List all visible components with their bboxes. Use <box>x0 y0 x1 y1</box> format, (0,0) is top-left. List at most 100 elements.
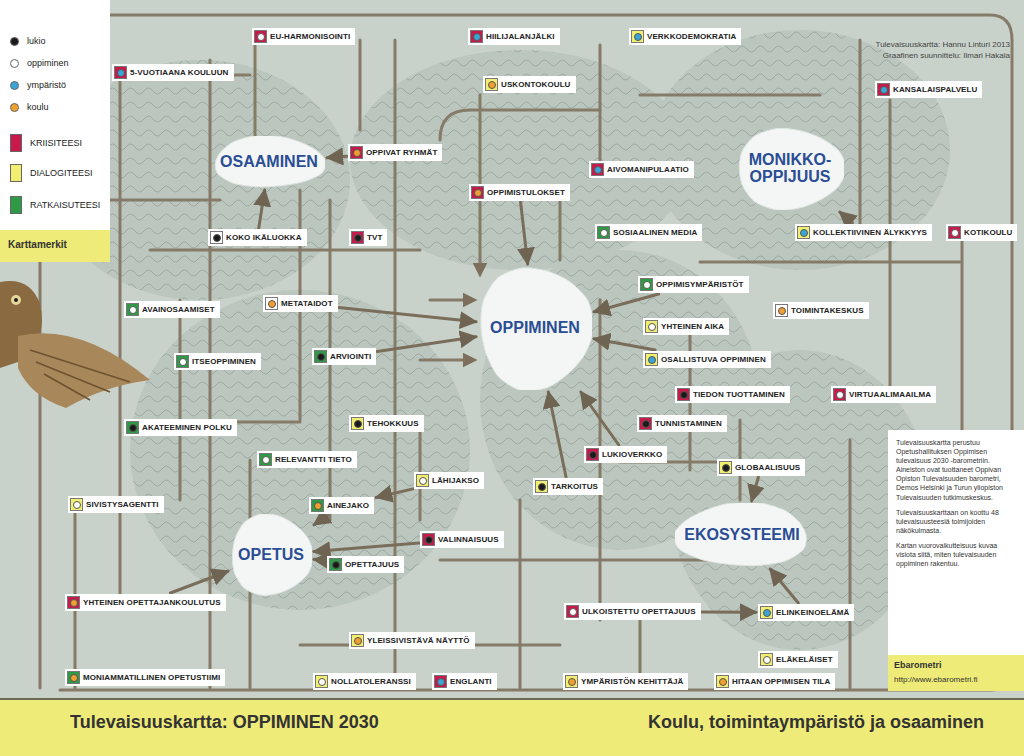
legend-swatch <box>10 37 19 46</box>
category-dot <box>643 281 651 289</box>
thesis-marker <box>434 675 447 688</box>
flow-connector <box>521 202 528 264</box>
thesis-marker <box>126 421 139 434</box>
thesis-label: YHTEINEN AIKA <box>661 322 724 331</box>
thesis-marker <box>485 78 498 91</box>
category-dot <box>722 464 730 472</box>
category-dot <box>951 229 959 237</box>
region-blob: EKOSYSTEEMI <box>675 503 809 567</box>
map-decoration <box>119 75 122 600</box>
category-dot <box>314 502 322 510</box>
thesis-label: AIVOMANIPULAATIO <box>607 165 689 174</box>
legend-swatch <box>10 134 22 152</box>
blob-outline <box>215 136 325 187</box>
legend-label: lukio <box>27 36 46 46</box>
thesis-box: ENGLANTI <box>432 673 497 690</box>
category-dot <box>425 536 433 544</box>
thesis-box: TUNNISTAMINEN <box>637 415 727 432</box>
thesis-label: KOKO IKÄLUOKKA <box>226 233 302 242</box>
path-network <box>40 15 1012 690</box>
map-decoration <box>179 300 182 500</box>
category-dot <box>763 656 771 664</box>
thesis-marker <box>350 146 363 159</box>
map-decoration <box>11 295 21 305</box>
category-dot <box>129 424 137 432</box>
flow-connector <box>548 392 566 477</box>
flow-connector <box>840 212 853 223</box>
map-decoration <box>394 40 397 688</box>
category-dot <box>600 229 608 237</box>
category-dot <box>648 356 656 364</box>
thesis-label: VIRTUAALIMAAILMA <box>849 390 931 399</box>
thesis-box: USKONTOKOULU <box>483 76 576 93</box>
flow-connector <box>327 156 347 158</box>
thesis-marker <box>311 499 324 512</box>
thesis-label: TVT <box>367 233 382 242</box>
map-decoration <box>430 299 470 302</box>
category-dot <box>488 81 496 89</box>
category-dot <box>594 166 602 174</box>
legend-swatch <box>10 81 19 90</box>
thesis-box: HIILIJALANJÄLKI <box>468 28 560 45</box>
blob-outline <box>232 514 312 595</box>
thesis-label: MONIAMMATILLINEN OPETUSTIIMI <box>83 673 220 682</box>
thesis-box: TARKOITUS <box>533 478 603 495</box>
map-decoration <box>700 261 960 264</box>
thesis-label: ARVIOINTI <box>330 352 371 361</box>
thesis-box: KOTIKOULU <box>946 224 1017 241</box>
blob-outline <box>675 503 806 566</box>
thesis-marker <box>70 498 83 511</box>
thesis-box: VALINNAISUUS <box>420 531 504 548</box>
thesis-marker <box>259 453 272 466</box>
category-dot <box>257 33 265 41</box>
flow-connector <box>314 515 328 525</box>
thesis-marker <box>645 320 658 333</box>
thesis-label: ULKOISTETTU OPETTAJUUS <box>582 607 696 616</box>
map-decoration <box>359 40 362 130</box>
map-note: Ebarometri <box>894 660 942 670</box>
thesis-marker <box>591 163 604 176</box>
thesis-marker <box>314 350 327 363</box>
map-decoration <box>889 100 892 400</box>
legend-label: koulu <box>27 102 49 112</box>
legend-label: KRIISITEESI <box>30 138 82 148</box>
thesis-label: METATAIDOT <box>281 299 333 308</box>
region-title: MONIKKO- OPPIJUUS <box>736 152 844 186</box>
thesis-label: OPPIVAT RYHMÄT <box>366 148 437 157</box>
thesis-box: TOIMINTAKESKUS <box>773 302 869 319</box>
category-dot <box>642 420 650 428</box>
map-decoration <box>100 199 220 202</box>
thesis-marker <box>254 30 267 43</box>
category-dot <box>419 477 427 485</box>
thesis-box: OPPIMISYMPÄRISTÖT <box>638 276 749 293</box>
thesis-box: KOLLEKTIIVINEN ÄLYKKYYS <box>795 224 932 241</box>
thesis-marker <box>67 671 80 684</box>
thesis-label: TARKOITUS <box>551 482 598 491</box>
category-dot <box>262 456 270 464</box>
thesis-label: KOTIKOULU <box>964 228 1012 237</box>
thesis-box: 5-VUOTIAANA KOULUUN <box>112 64 234 81</box>
info-panel: Tulevaisuuskartta perustuu Opetushallitu… <box>888 430 1024 655</box>
thesis-marker <box>760 653 773 666</box>
thesis-marker <box>210 231 223 244</box>
map-decoration <box>440 110 600 140</box>
thesis-box: KOKO IKÄLUOKKA <box>208 229 307 246</box>
thesis-label: HITAAN OPPIMISEN TILA <box>732 677 830 686</box>
category-dot <box>179 358 187 366</box>
thesis-marker <box>760 606 773 619</box>
category-dot <box>332 561 340 569</box>
category-dot <box>73 501 81 509</box>
thesis-marker <box>114 66 127 79</box>
thesis-box: LÄHIJAKSO <box>414 472 484 489</box>
thesis-label: GLOBAALISUUS <box>735 463 800 472</box>
thesis-label: YLEISSIVISTÄVÄ NÄYTTÖ <box>367 636 470 645</box>
thesis-box: TEHOKKUUS <box>349 415 424 432</box>
thesis-label: OPPIMISTULOKSET <box>487 188 565 197</box>
flow-connector <box>702 610 756 613</box>
thesis-label: KANSALAISPALVELU <box>893 85 977 94</box>
thesis-marker <box>176 355 189 368</box>
category-dot <box>317 353 325 361</box>
thesis-marker <box>597 226 610 239</box>
